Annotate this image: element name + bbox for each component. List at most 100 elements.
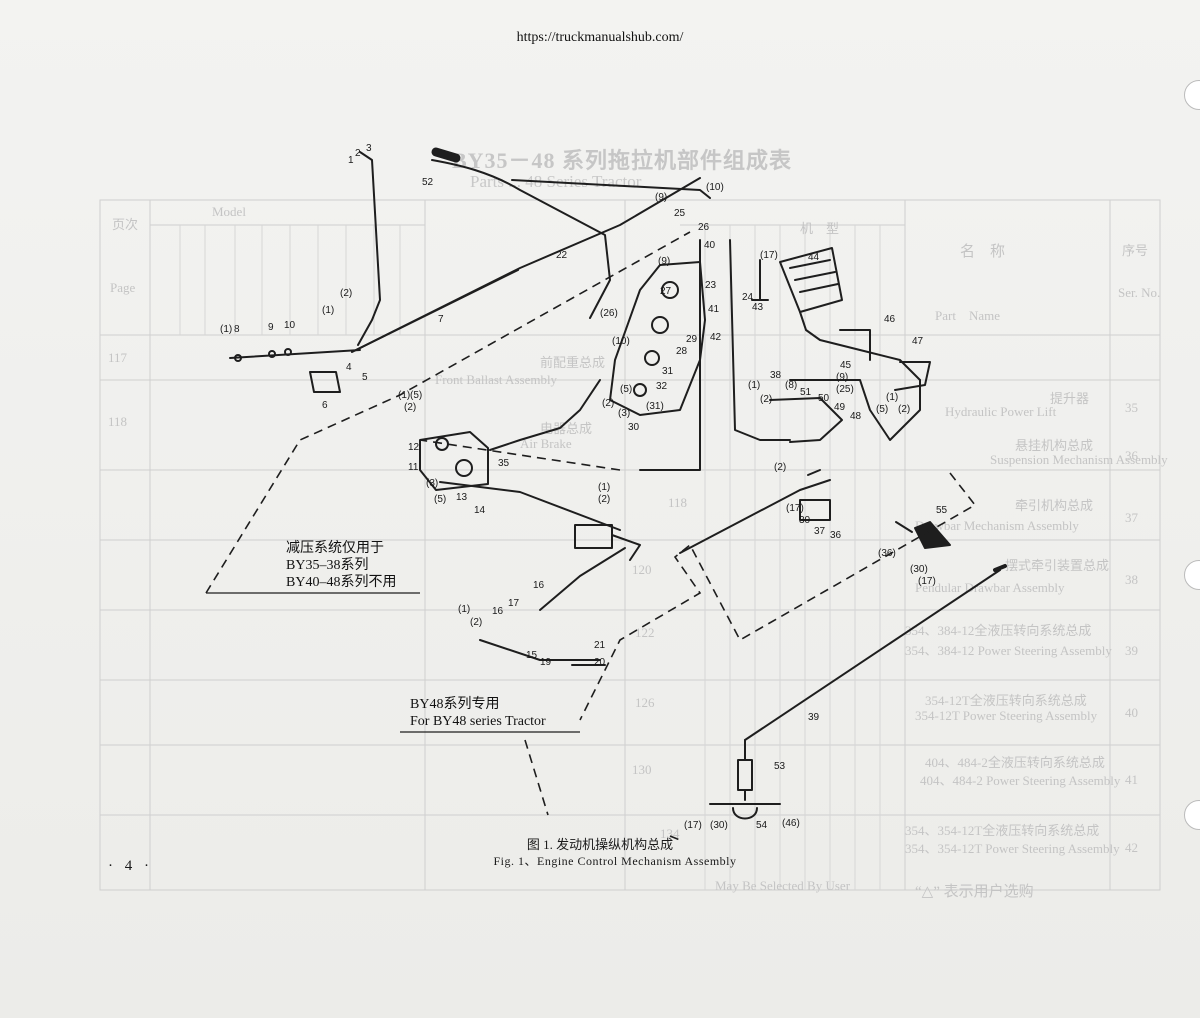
- bleed-row-page: 130: [632, 762, 652, 777]
- bleed-header-page-cn: 页次: [112, 217, 139, 232]
- decompression-note-line2: BY35–38系列: [286, 558, 369, 573]
- part-label: 37: [814, 526, 826, 537]
- part-label: (1): [598, 482, 611, 493]
- bleed-header-serial-en: Ser. No.: [1118, 285, 1161, 300]
- part-label: 47: [912, 336, 924, 347]
- part-label: (1): [748, 380, 761, 391]
- part-label: (8): [785, 380, 798, 391]
- part-label: (3): [426, 478, 439, 489]
- part-label: 5: [362, 372, 368, 383]
- figure-caption-en: Fig. 1、Engine Control Mechanism Assembly: [493, 854, 737, 868]
- part-label: (2): [598, 494, 611, 505]
- part-label: (25): [836, 384, 854, 395]
- by48-note-cn: BY48系列专用: [410, 697, 500, 712]
- part-label: (2): [470, 617, 483, 628]
- part-label: (1): [458, 604, 471, 615]
- bleed-row-name-en: 404、484-2 Power Steering Assembly: [920, 773, 1121, 788]
- part-label: (46): [782, 818, 800, 829]
- bleed-mid-row-cn: 前配重总成: [540, 355, 606, 370]
- part-label: 42: [710, 332, 722, 343]
- part-label: (1): [220, 324, 233, 335]
- decompression-note-line3: BY40–48系列不用: [286, 575, 397, 590]
- bleed-row-name-cn: 354、384-12全液压转向系统总成: [905, 623, 1092, 638]
- part-label: 9: [268, 322, 274, 333]
- bleed-row-no: 36: [1125, 448, 1138, 463]
- part-label: (36): [878, 548, 896, 559]
- part-label: (17): [918, 576, 936, 587]
- decompression-note-line1: 减压系统仅用于: [286, 541, 384, 556]
- part-label: 22: [556, 250, 568, 261]
- part-label: 36: [830, 530, 842, 541]
- part-label: (1): [886, 392, 899, 403]
- bleed-mid-row-en: Air Brake: [520, 436, 572, 451]
- source-url-text: https://truckmanualshub.com/: [516, 30, 684, 45]
- bleed-row-name-en: 354-12T Power Steering Assembly: [915, 708, 1098, 723]
- bleed-footer-cn: “△” 表示用户选购: [915, 884, 1034, 900]
- part-label: (5): [410, 390, 423, 401]
- part-label: 23: [705, 280, 717, 291]
- part-label: 49: [834, 402, 846, 413]
- part-label: 27: [660, 286, 672, 297]
- part-label: 25: [674, 208, 686, 219]
- part-label: 28: [676, 346, 688, 357]
- bleed-row-no: 39: [1125, 643, 1138, 658]
- part-label: (5): [876, 404, 889, 415]
- bleed-row-name-cn: 404、484-2全液压转向系统总成: [925, 755, 1105, 770]
- part-label: 35: [498, 458, 510, 469]
- part-label: (1): [398, 390, 411, 401]
- part-label: (9): [836, 372, 849, 383]
- part-label: 10: [284, 320, 296, 331]
- part-label: (5): [620, 384, 633, 395]
- bleed-row-name-en: 354、354-12T Power Steering Assembly: [905, 841, 1120, 856]
- bleed-row-no: 42: [1125, 840, 1138, 855]
- bleed-row-name-cn: 摆式牵引装置总成: [1005, 558, 1110, 573]
- part-label: (17): [684, 820, 702, 831]
- bleed-header-name-cn: 名 称: [960, 244, 1006, 260]
- part-label: 21: [594, 640, 606, 651]
- part-label: 11: [408, 462, 419, 473]
- part-label: 13: [456, 492, 468, 503]
- part-label: 53: [774, 761, 786, 772]
- part-label: 6: [322, 400, 328, 411]
- bleed-row-name-cn: 牵引机构总成: [1015, 498, 1094, 513]
- part-label: (2): [760, 394, 773, 405]
- part-label: (30): [910, 564, 928, 575]
- part-label: 24: [742, 292, 754, 303]
- bleed-header-name-en: Part Name: [935, 308, 1000, 323]
- part-label: 16: [533, 580, 545, 591]
- part-label: 2: [355, 148, 361, 159]
- part-label: (2): [404, 402, 417, 413]
- page-number: · 4 ·: [108, 858, 153, 874]
- part-label: 12: [408, 442, 420, 453]
- bleed-header-model-cn: 机 型: [800, 221, 840, 236]
- bleed-row-no: 37: [1125, 510, 1138, 525]
- part-label: 30: [628, 422, 640, 433]
- part-label: (2): [898, 404, 911, 415]
- part-label: 4: [346, 362, 352, 373]
- part-label: (5): [434, 494, 447, 505]
- bleed-row-name-en: Hydraulic Power Lift: [945, 404, 1057, 419]
- bleed-row-name-en: Suspension Mechanism Assembly: [990, 452, 1168, 467]
- bleed-row-no: 41: [1125, 772, 1138, 787]
- part-label: 26: [698, 222, 710, 233]
- by48-note-en: For BY48 series Tractor: [410, 714, 546, 729]
- part-label: 55: [936, 505, 948, 516]
- part-label: 39: [808, 712, 820, 723]
- bleed-header-serial-cn: 序号: [1122, 243, 1149, 258]
- part-label: (2): [340, 288, 353, 299]
- bleed-footer-en: May Be Selected By User: [715, 878, 851, 893]
- part-label: 50: [818, 393, 830, 404]
- part-label: (1): [322, 305, 335, 316]
- bleed-row-name-cn: 354、354-12T全液压转向系统总成: [905, 823, 1100, 838]
- bleed-header-page-en: Page: [110, 280, 136, 295]
- part-label: (17): [760, 250, 778, 261]
- part-label: 40: [704, 240, 716, 251]
- bleed-row-page: 120: [632, 562, 652, 577]
- bleed-row-no: 40: [1125, 705, 1138, 720]
- part-label: (10): [612, 336, 630, 347]
- part-label: (9): [655, 192, 668, 203]
- part-label: 38: [770, 370, 782, 381]
- bleed-row-page: 117: [108, 350, 128, 365]
